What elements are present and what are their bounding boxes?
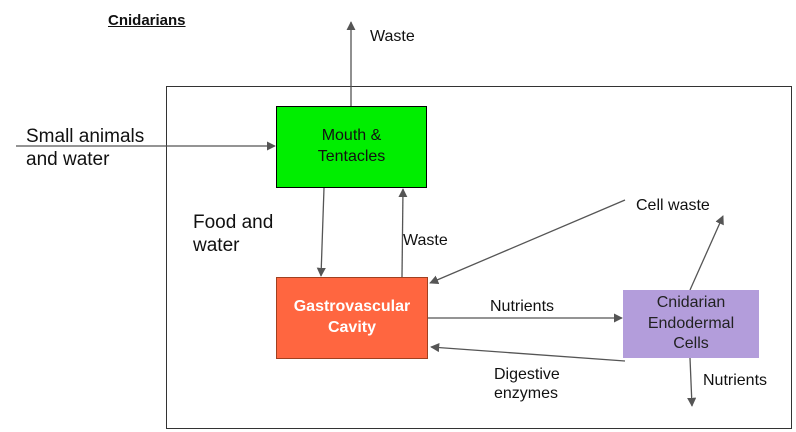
mouth-line-1: Mouth & (321, 127, 382, 145)
arrow-cells-to-cell-waste (689, 215, 724, 291)
input-label-line-1: Small animals (26, 126, 145, 147)
diagram-title: Cnidarians (108, 12, 186, 29)
cnidarian-line-2: Endodermal (647, 314, 735, 332)
cnidarian-line-3: Cells (673, 335, 709, 353)
cell-waste-label: Cell waste (636, 197, 710, 214)
gastro-line-1: Gastrovascular (293, 298, 411, 316)
digestive-line-2: enzymes (494, 385, 559, 403)
gastrovascular-cavity-box: Gastrovascular Cavity (276, 277, 428, 359)
arrow-nutrients-out (687, 357, 697, 407)
food-water-label: Food and water (193, 212, 273, 258)
cnidarian-line-1: Cnidarian (656, 293, 726, 311)
digestive-enzymes-label: Digestive enzymes (494, 365, 560, 403)
waste-out-label: Waste (370, 28, 415, 45)
nutrients-label: Nutrients (490, 298, 555, 315)
gastro-line-2: Cavity (327, 319, 376, 336)
input-label: Small animals and water (26, 126, 144, 172)
input-label-line-2: and water (26, 148, 110, 170)
mouth-tentacles-box: Mouth & Tentacles (276, 106, 427, 188)
nutrients-out-label: Nutrients (703, 372, 768, 389)
arrow-mouth-to-cavity (316, 187, 326, 277)
organism-boundary (166, 86, 792, 429)
digestive-line-1: Digestive (494, 366, 560, 383)
arrow-cavity-to-mouth (398, 188, 408, 278)
mouth-line-2: Tentacles (317, 148, 386, 165)
food-label-line-2: water (193, 234, 240, 256)
cnidarian-endodermal-cells-box: Cnidarian Endodermal Cells (623, 290, 759, 358)
food-label-line-1: Food and (193, 212, 274, 233)
arrow-cell-waste-to-cavity (429, 199, 626, 284)
arrow-enzymes-to-cavity (430, 343, 626, 362)
waste-label: Waste (403, 232, 448, 249)
